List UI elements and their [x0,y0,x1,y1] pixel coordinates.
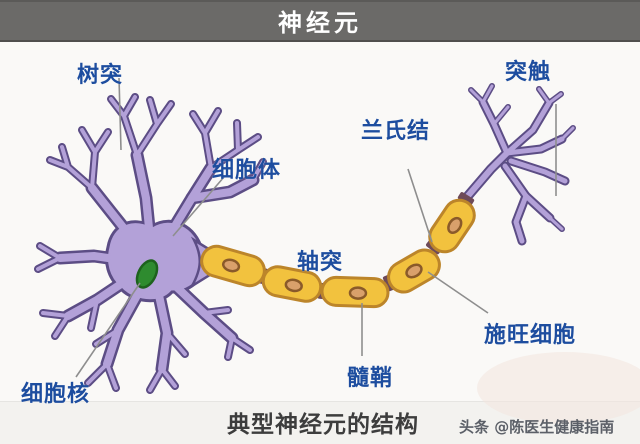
cell-body-fill [110,225,201,297]
leader-dendrites [118,77,122,151]
myelin-segment [320,275,390,309]
myelin-segment [387,248,441,294]
leader-schwann-cell [427,271,489,314]
background-tint [477,352,640,424]
leader-lines [75,77,557,378]
label-cell-nucleus: 细胞核 [21,382,91,407]
label-schwann-cell: 施旺细胞 [484,323,577,348]
myelin-segment [428,198,476,254]
label-cell-body: 细胞体 [212,158,282,183]
myelin-sheath-segments [200,198,476,309]
watermark: 头条 @陈医生健康指南 [459,418,615,436]
leader-node-of-ranvier [407,168,433,243]
diagram-caption: 典型神经元的结构 [227,412,419,438]
title-bar: 神经元 [0,0,640,42]
myelin-segment [261,265,323,303]
label-myelin-sheath: 髓鞘 [347,366,394,391]
cell-nucleus-shape [135,259,159,289]
label-axon: 轴突 [297,250,344,275]
leader-cell-body [172,176,225,237]
label-node-of-ranvier: 兰氏结 [361,119,431,144]
myelin-segment [200,244,266,288]
page-title: 神经元 [278,8,362,37]
label-dendrites: 树突 [77,63,124,88]
label-synapse: 突触 [505,60,552,85]
leader-cell-nucleus [75,282,141,378]
